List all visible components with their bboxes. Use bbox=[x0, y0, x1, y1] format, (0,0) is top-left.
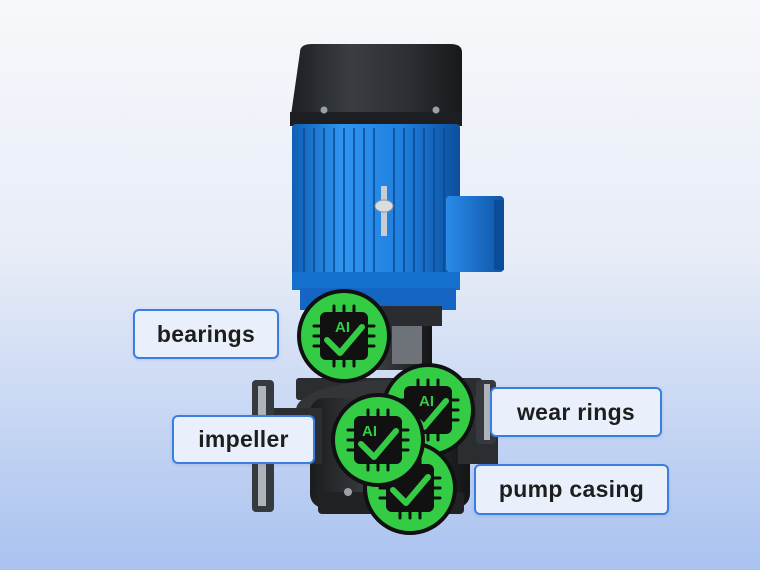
label-impeller: impeller bbox=[172, 415, 315, 464]
label-wear-rings: wear rings bbox=[490, 387, 662, 437]
ai-badge-text: AI bbox=[419, 393, 434, 410]
ai-badge-text: AI bbox=[362, 423, 377, 440]
label-bearings: bearings bbox=[133, 309, 279, 359]
terminal-box bbox=[446, 196, 504, 272]
motor-body bbox=[292, 124, 460, 290]
ai-chip-badge-bearings: AI bbox=[297, 289, 391, 383]
ai-badge-text: AI bbox=[335, 319, 350, 336]
ai-chip-badge-impeller: AI bbox=[331, 393, 425, 487]
motor-cap bbox=[290, 44, 462, 126]
label-pump-casing: pump casing bbox=[474, 464, 669, 515]
